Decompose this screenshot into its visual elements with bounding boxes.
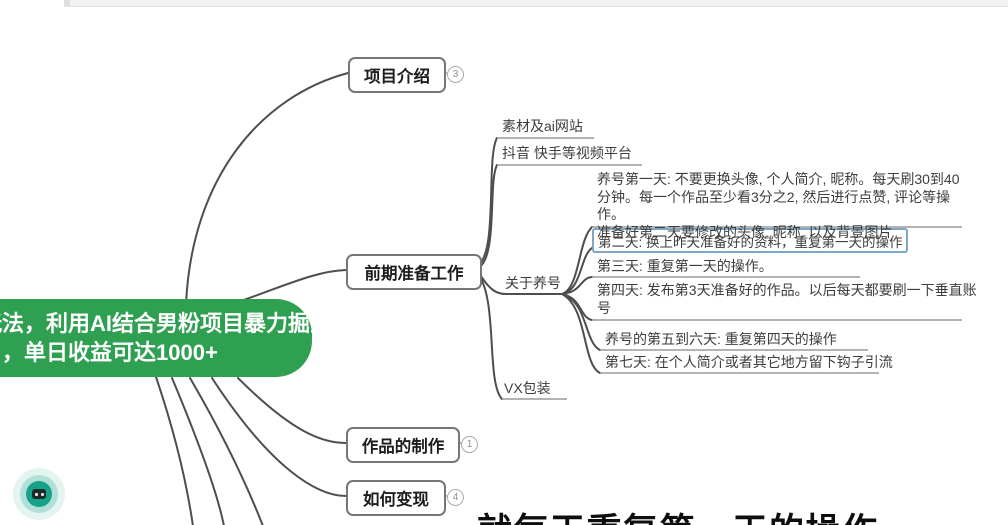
node-day3-instructions[interactable]: 第三天: 重复第一天的操作。 bbox=[597, 258, 773, 274]
video-subtitle: 就每天重复第一天的操作 bbox=[477, 503, 879, 525]
robot-eye-right bbox=[40, 492, 44, 496]
window-top-edge bbox=[64, 0, 1008, 7]
node-day2-selection-box[interactable] bbox=[592, 228, 908, 253]
topic-monetization[interactable]: 如何变现 bbox=[346, 480, 446, 516]
root-topic-text: 玩法，利用AI结合男粉项目暴力掘金 ，单日收益可达1000+ bbox=[0, 309, 332, 367]
root-topic-line2: ，单日收益可达1000+ bbox=[2, 340, 218, 365]
node-vx-packaging[interactable]: VX包装 bbox=[504, 380, 551, 396]
robot-face-icon bbox=[32, 489, 46, 499]
badge-count-project-intro[interactable]: 3 bbox=[447, 66, 464, 83]
badge-count-content-creation[interactable]: 1 bbox=[461, 436, 478, 453]
topic-preparation[interactable]: 前期准备工作 bbox=[346, 254, 482, 290]
topic-label: 项目介绍 bbox=[364, 68, 430, 86]
node-day4-instructions[interactable]: 第四天: 发布第3天准备好的作品。以后每天都要刷一下垂直账 号 bbox=[597, 282, 977, 316]
window-corner bbox=[64, 0, 70, 6]
root-topic-line1: 玩法，利用AI结合男粉项目暴力掘金 bbox=[0, 311, 333, 336]
topic-label: 前期准备工作 bbox=[364, 265, 464, 283]
ai-assistant-button[interactable] bbox=[13, 468, 65, 520]
node-day2-instructions[interactable]: 第二天: 换上昨天准备好的资料，重复第一天的操作 bbox=[598, 235, 903, 250]
node-day5-6-instructions[interactable]: 养号的第五到六天: 重复第四天的操作 bbox=[605, 331, 837, 347]
node-day7-instructions[interactable]: 第七天: 在个人简介或者其它地方留下钩子引流 bbox=[605, 354, 893, 370]
badge-count-monetization[interactable]: 4 bbox=[447, 489, 464, 506]
node-douyin-kuaishou[interactable]: 抖音 快手等视频平台 bbox=[502, 145, 632, 161]
node-day1-instructions[interactable]: 养号第一天: 不要更换头像, 个人简介, 昵称。每天刷30到40 分钟。每一个作… bbox=[597, 171, 960, 240]
robot-eye-left bbox=[34, 492, 38, 496]
node-account-nurturing[interactable]: 关于养号 bbox=[505, 275, 561, 291]
root-topic-node[interactable]: 玩法，利用AI结合男粉项目暴力掘金 ，单日收益可达1000+ bbox=[0, 299, 332, 377]
node-material-ai-sites[interactable]: 素材及ai网站 bbox=[502, 118, 583, 134]
topic-label: 作品的制作 bbox=[361, 438, 445, 456]
topic-content-creation[interactable]: 作品的制作 bbox=[346, 427, 460, 463]
topic-label: 如何变现 bbox=[363, 491, 429, 509]
topic-project-intro[interactable]: 项目介绍 bbox=[348, 57, 446, 93]
